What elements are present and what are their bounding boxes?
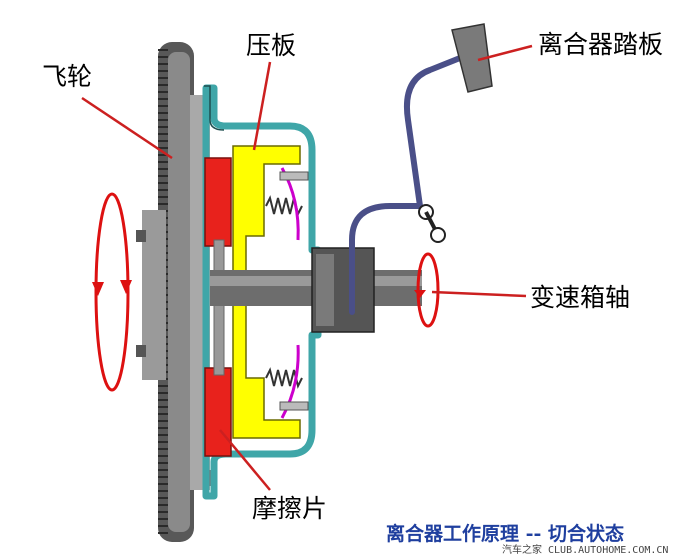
flywheel-ring [168, 52, 190, 532]
friction-disc [204, 157, 232, 457]
pressure-plate [232, 145, 301, 439]
arrow-head [414, 290, 426, 298]
gearbox-shaft [210, 247, 422, 333]
rim-bolt [205, 470, 215, 486]
label-friction-disc: 摩擦片 [252, 494, 328, 523]
pointer-clutch-pedal [477, 44, 533, 62]
pin-top [279, 171, 309, 181]
arrow-head [92, 282, 104, 296]
watermark-bottom: 汽车之家 CLUB.AUTOHOME.COM.CN [502, 545, 669, 556]
pedal-arm [404, 55, 463, 209]
release-bearing-face [316, 254, 334, 326]
pointer-lines [81, 44, 533, 491]
clutch-cover-edge [204, 85, 225, 131]
pin-bottom [279, 401, 309, 411]
label-pressure-plate: 压板 [246, 31, 297, 60]
disc-plate [213, 239, 225, 376]
label-gearbox-shaft: 变速箱轴 [530, 283, 631, 312]
pressure-plate-body [232, 145, 301, 439]
rotation-arrow-icon [94, 192, 130, 392]
rotation-arrow-icon [92, 192, 132, 392]
label-clutch-pedal: 离合器踏板 [538, 30, 664, 59]
arrow-head [120, 280, 132, 294]
pointer-gearbox-shaft [431, 290, 527, 298]
pedal-pad [451, 23, 493, 93]
diagram-caption: 离合器工作原理 -- 切合状态 [386, 523, 625, 545]
pivot-joint [430, 227, 446, 243]
friction-lining-top [204, 157, 232, 247]
pointer-flywheel [81, 96, 173, 160]
label-flywheel: 飞轮 [42, 62, 93, 91]
hub-bolt [136, 230, 146, 242]
pointer-pressure-plate [252, 61, 272, 151]
clutch-pedal [349, 23, 493, 315]
rotation-arrow-icon [414, 252, 440, 328]
clutch-cover [202, 84, 322, 500]
diaphragm-spring-bottom [280, 344, 300, 419]
friction-lining-bottom [204, 367, 232, 457]
release-fork [349, 203, 423, 315]
springs [265, 167, 309, 419]
flywheel [136, 42, 215, 542]
pointer-friction-disc [219, 429, 271, 491]
hub-bolt [136, 345, 146, 357]
